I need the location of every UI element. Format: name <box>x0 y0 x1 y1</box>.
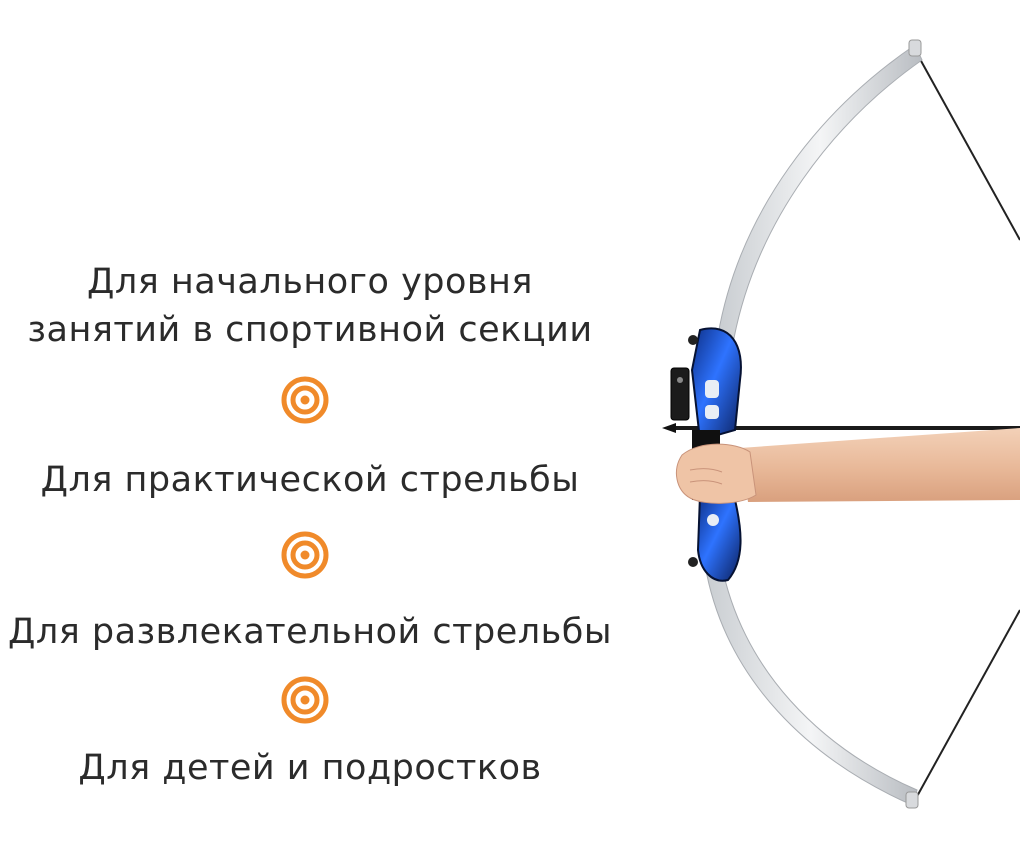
feature-line-beginner: Для начального уровня <box>87 262 533 302</box>
feature-list: Для начального уровня занятий в спортивн… <box>8 262 612 788</box>
bowstring <box>914 49 1020 801</box>
feature-line-kids-teens: Для детей и подростков <box>78 748 542 788</box>
target-icon <box>281 676 329 724</box>
bow-riser <box>670 327 742 582</box>
lower-limb-tip <box>905 791 919 809</box>
upper-limb-tip <box>908 39 922 57</box>
bow-illustration <box>662 39 1020 809</box>
target-icon <box>281 531 329 579</box>
archer-arm <box>675 428 1020 504</box>
lower-limb <box>704 561 918 806</box>
upper-limb <box>717 44 923 339</box>
target-icon <box>281 376 329 424</box>
feature-line-practice: Для практической стрельбы <box>40 460 580 500</box>
feature-line-sports-section: занятий в спортивной секции <box>27 310 593 350</box>
feature-line-recreational: Для развлекательной стрельбы <box>8 612 612 652</box>
